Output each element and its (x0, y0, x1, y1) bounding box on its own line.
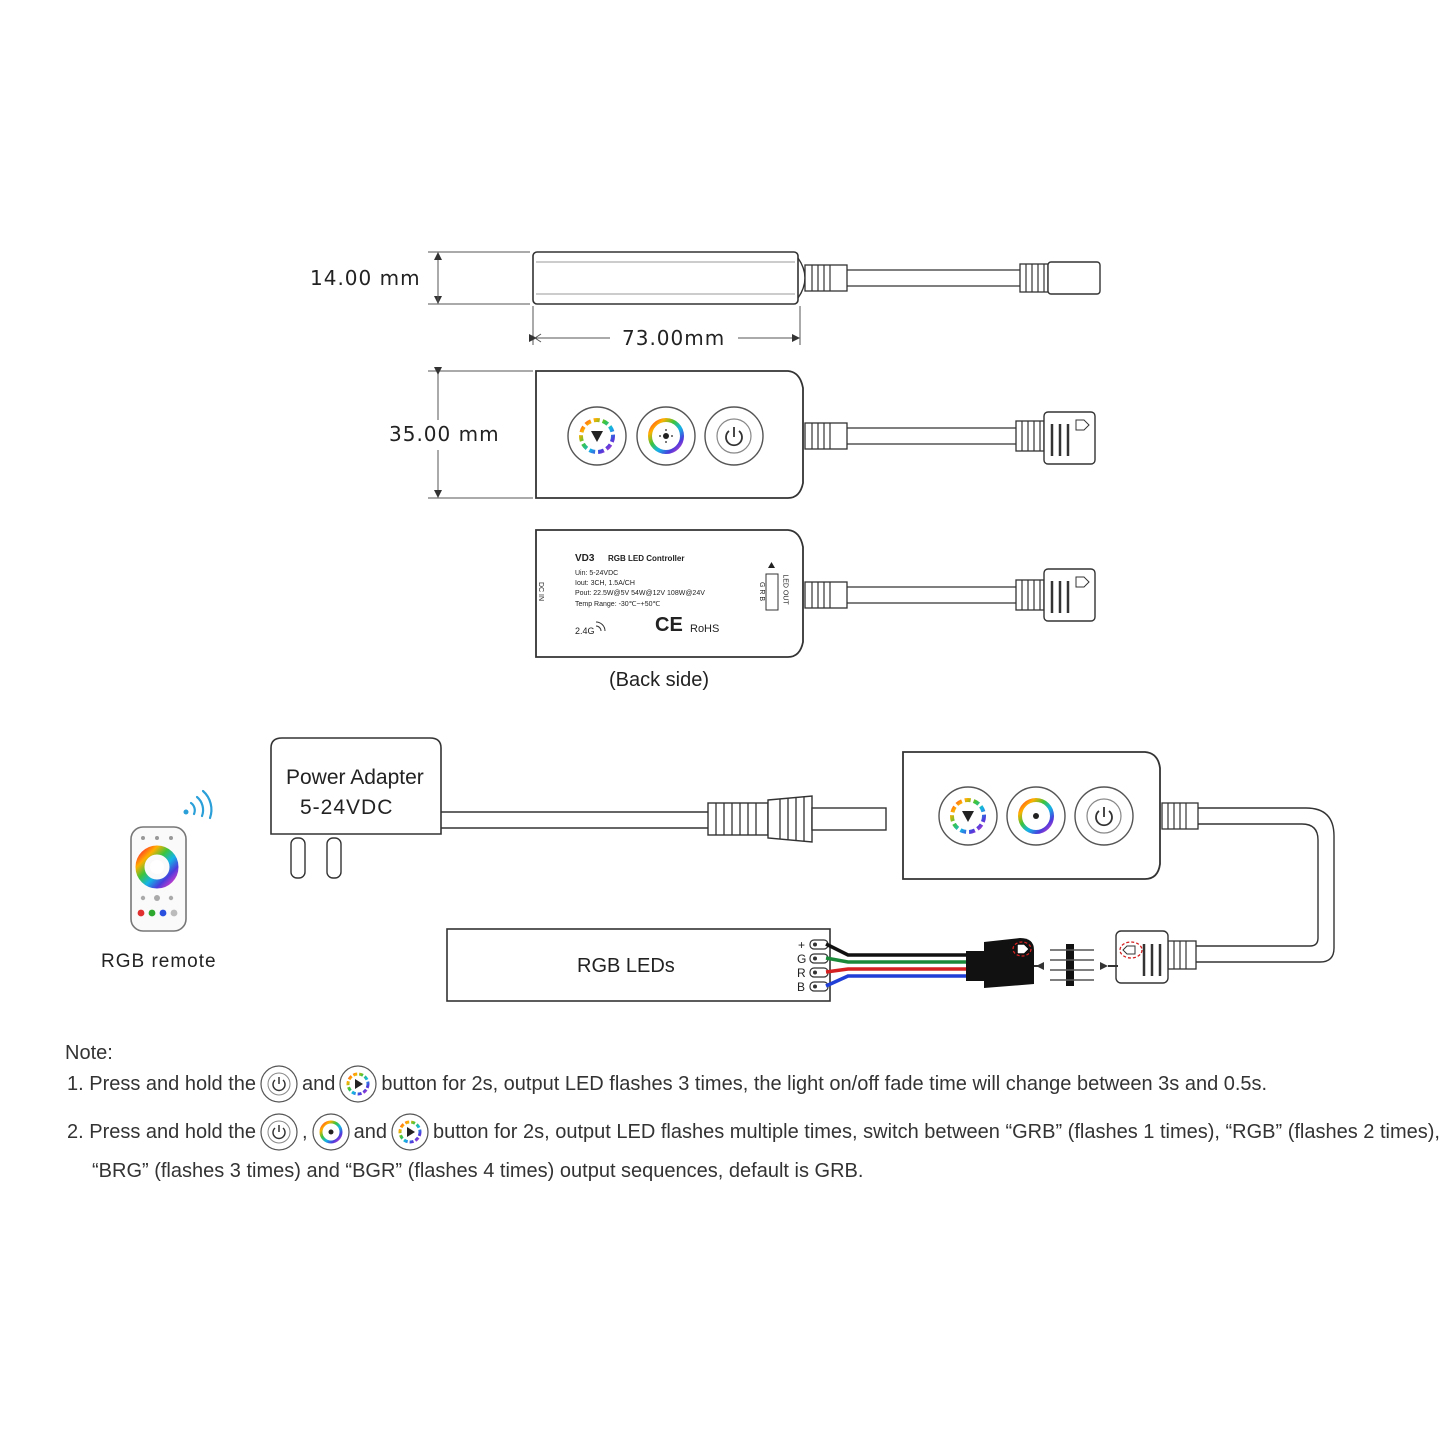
power-icon (260, 1065, 298, 1103)
power-icon (260, 1113, 298, 1151)
led-strip (446, 928, 1034, 1002)
pin-b: B (797, 980, 806, 994)
note-2: 2. Press and hold the , and button for 2… (67, 1112, 1440, 1152)
grb-label: G R B (758, 581, 766, 602)
back-side-caption: (Back side) (609, 669, 710, 691)
power-adapter (270, 737, 887, 879)
controller-wiring (902, 751, 1335, 984)
rgb-leds-label: RGB LEDs (577, 955, 675, 977)
wifi-icon (183, 789, 213, 820)
iout-label: Iout: 3CH, 1.5A/CH (575, 580, 635, 587)
note-2-prefix: 2. Press and hold the (67, 1120, 257, 1143)
note-2-comma: , (302, 1120, 308, 1143)
length-dimension-label: 73.00mm (622, 326, 726, 350)
power-adapter-voltage: 5-24VDC (300, 796, 394, 819)
width-dimension (428, 367, 533, 499)
rohs-mark: RoHS (690, 623, 720, 635)
length-dimension (529, 306, 801, 345)
width-dimension-label: 35.00 mm (389, 422, 500, 446)
controller-side-view (532, 251, 1101, 305)
mode-icon (391, 1113, 429, 1151)
controller-front-view (535, 370, 1096, 499)
pin-plus: + (798, 938, 806, 952)
height-dimension (428, 251, 530, 305)
pin-g: G (797, 952, 807, 966)
pout-label: Pout: 22.5W@5V 54W@12V 108W@24V (575, 590, 705, 597)
note-1: 1. Press and hold the and button for 2s,… (67, 1064, 1267, 1104)
ce-mark: CE (655, 614, 683, 636)
led-out-label: LED OUT (781, 574, 789, 605)
power-icon (1074, 786, 1134, 846)
mode-icon (938, 786, 998, 846)
product-label: RGB LED Controller (608, 554, 685, 563)
rgb-remote (130, 826, 187, 932)
dc-in-label: DC IN (537, 581, 545, 602)
uin-label: Uin: 5-24VDC (575, 570, 619, 577)
power-adapter-label: Power Adapter (286, 766, 424, 789)
mode-icon (339, 1065, 377, 1103)
note-2-line2: “BRG” (flashes 3 times) and “BGR” (flash… (92, 1160, 864, 1182)
notes-heading: Note: (65, 1042, 113, 1064)
pin-adapter (1028, 944, 1118, 986)
temp-label: Temp Range: -30℃~+50℃ (575, 601, 661, 608)
note-1-prefix: 1. Press and hold the (67, 1072, 257, 1095)
rgb-remote-label: RGB remote (101, 951, 217, 972)
brightness-icon (636, 406, 696, 466)
model-label: VD3 (575, 553, 595, 564)
note-1-and: and (302, 1072, 336, 1095)
wireless-label: 2.4G (575, 626, 595, 636)
brightness-icon (1006, 786, 1066, 846)
brightness-icon (311, 1113, 350, 1151)
note-2-and: and (353, 1120, 387, 1143)
note-1-suffix: button for 2s, output LED flashes 3 time… (381, 1072, 1268, 1095)
pin-r: R (797, 966, 806, 980)
wireless-icon (595, 621, 606, 632)
mode-icon (567, 406, 627, 466)
height-dimension-label: 14.00 mm (310, 266, 421, 290)
note-2-suffix: button for 2s, output LED flashes multip… (432, 1120, 1440, 1143)
controller-back-view (535, 529, 1096, 658)
power-icon (704, 406, 764, 466)
